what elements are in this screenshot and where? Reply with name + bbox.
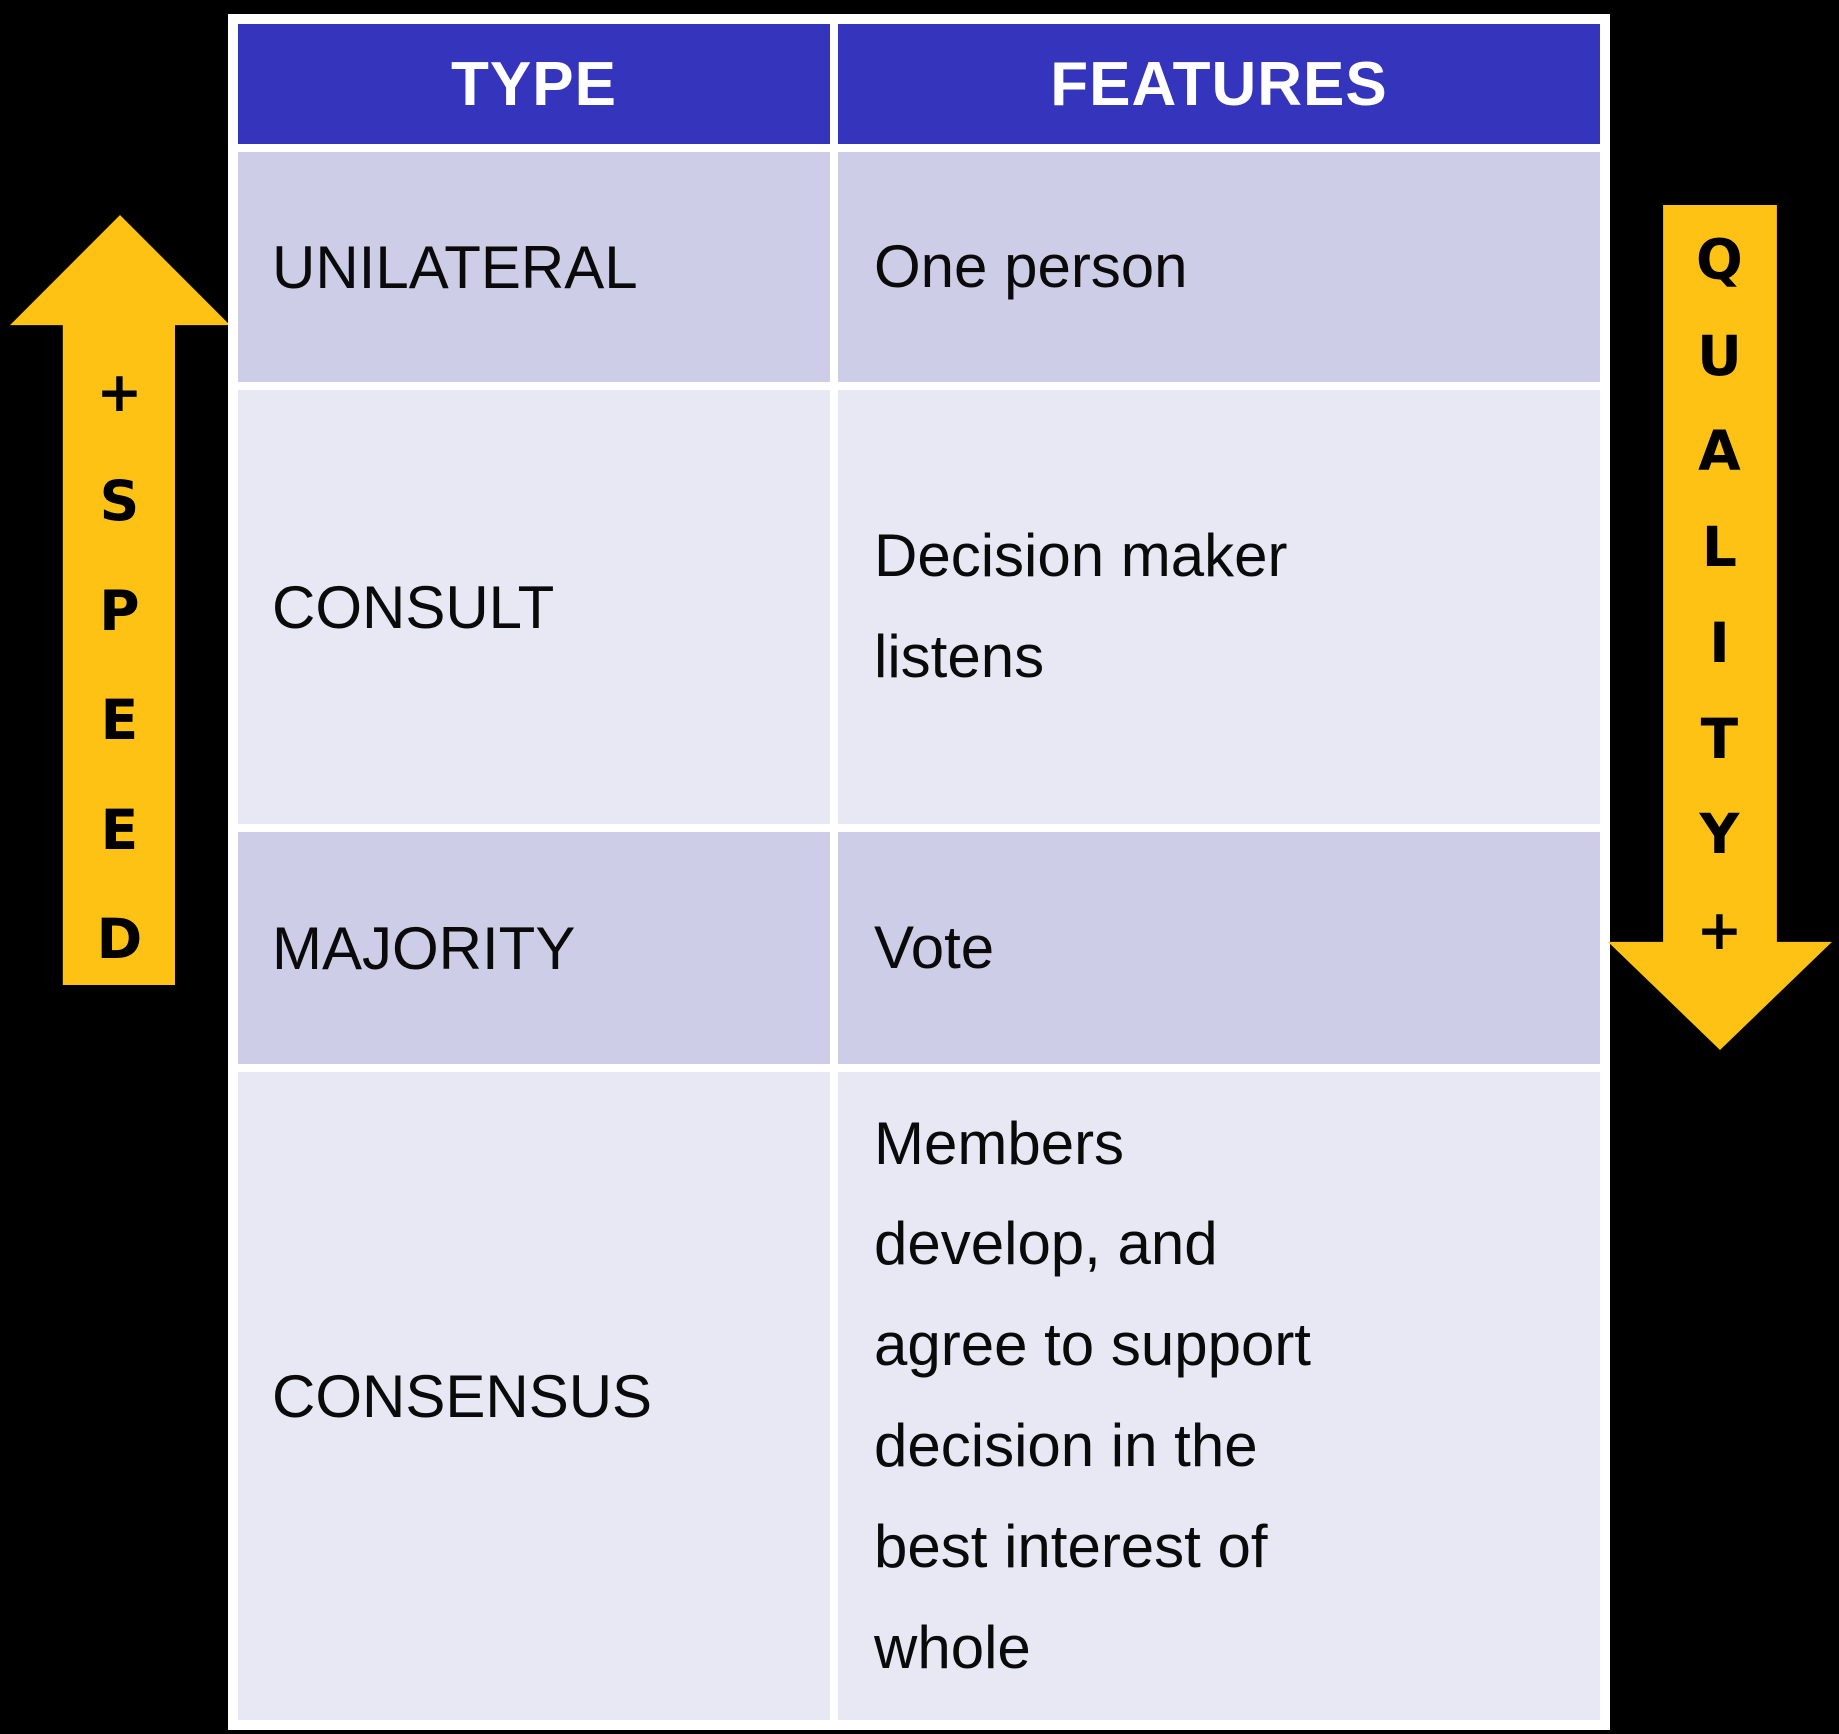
quality-arrow-letter: A — [1698, 419, 1741, 484]
table-row-unilateral-type: UNILATERAL — [238, 152, 830, 382]
speed-arrow-letter: + — [96, 360, 143, 424]
speed-arrow-letter: E — [100, 688, 139, 753]
type-label: UNILATERAL — [272, 233, 638, 301]
features-text: Vote — [874, 913, 995, 981]
quality-arrow-label: Q U A L I T Y + — [1662, 233, 1777, 958]
table-row-consult-type: CONSULT — [238, 390, 830, 824]
speed-arrow-label: + S P E E D — [63, 365, 176, 967]
table-row-majority-features: Vote — [838, 832, 1600, 1064]
speed-arrow-letter: D — [96, 906, 143, 971]
table-row-majority-type: MAJORITY — [238, 832, 830, 1064]
decision-types-table: TYPE FEATURES UNILATERAL One person CONS… — [228, 14, 1610, 1730]
type-label: CONSULT — [272, 573, 555, 641]
quality-arrow-letter: I — [1709, 610, 1730, 675]
quality-arrow-letter: + — [1696, 897, 1743, 962]
table-row-consensus-features: Members develop, and agree to support de… — [838, 1072, 1600, 1720]
table-row-consult-features: Decision maker listens — [838, 390, 1600, 824]
quality-arrow-letter: Y — [1699, 802, 1740, 867]
speed-arrow-letter: S — [99, 469, 140, 534]
type-label: CONSENSUS — [272, 1362, 653, 1430]
table-row-unilateral-features: One person — [838, 152, 1600, 382]
quality-arrow-letter: Q — [1696, 228, 1743, 292]
type-label: MAJORITY — [272, 914, 576, 982]
table-row-consensus-type: CONSENSUS — [238, 1072, 830, 1720]
features-text: Members develop, and agree to support de… — [874, 1109, 1311, 1681]
speed-up-arrow-icon: + S P E E D — [10, 215, 230, 985]
quality-arrow-letter: L — [1701, 515, 1737, 580]
quality-arrow-letter: U — [1697, 323, 1742, 388]
features-text: Decision maker listens — [874, 522, 1288, 690]
speed-arrow-letter: E — [100, 797, 139, 862]
speed-arrow-letter: P — [99, 578, 140, 643]
quality-arrow-letter: T — [1700, 706, 1739, 771]
features-text: One person — [874, 232, 1188, 300]
column-header-features: FEATURES — [838, 24, 1600, 144]
column-header-type: TYPE — [238, 24, 830, 144]
quality-down-arrow-icon: Q U A L I T Y + — [1608, 205, 1832, 1050]
